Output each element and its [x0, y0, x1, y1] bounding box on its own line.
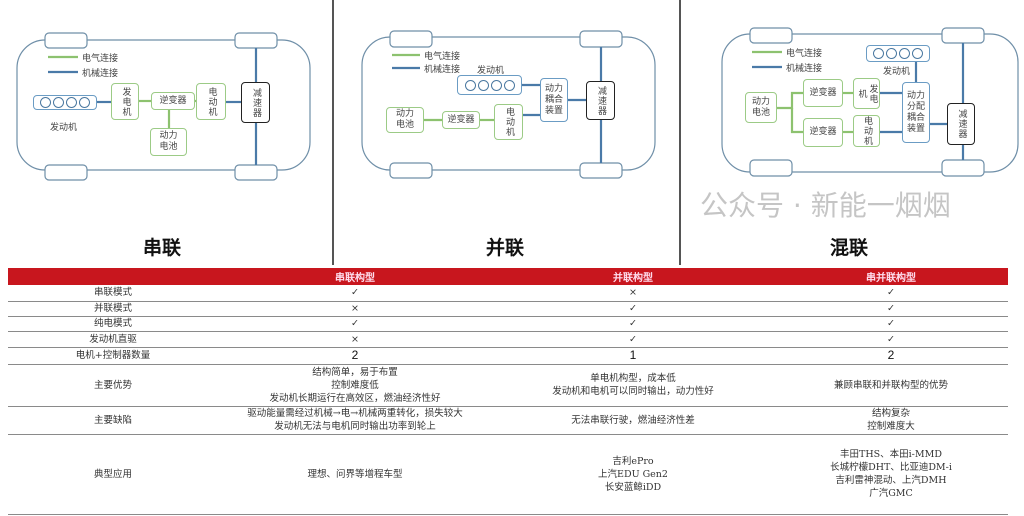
generator-box: 发电机 [111, 83, 139, 120]
battery-box: 动力电池 [386, 107, 424, 133]
table-cell: 驱动能量需经过机械→电→机械两重转化，损失较大 发动机无法与电机同时输出功率到轮… [218, 406, 492, 435]
row-label: 纯电模式 [8, 316, 218, 332]
table-cell: × [218, 331, 492, 348]
inverter-box: 逆变器 [442, 111, 480, 129]
legend-mechanical: 机械连接 [424, 65, 461, 75]
table-cell: 无法串联行驶，燃油经济性差 [492, 406, 774, 435]
table-cell: 1 [492, 347, 774, 365]
table-cell: ✓ [492, 316, 774, 332]
reducer-box: 减速器 [947, 103, 975, 145]
table-cell: 结构简单，易于布置 控制难度低 发动机长期运行在高效区，燃油经济性好 [218, 364, 492, 407]
legend-electric: 电气连接 [82, 54, 119, 64]
reducer-box: 减速器 [241, 82, 270, 123]
generator-box: 发电机 [853, 78, 880, 109]
table-cell: ✓ [774, 316, 1008, 332]
table-cell: 单电机构型，成本低 发动机和电机可以同时输出，动力性好 [492, 364, 774, 407]
motor-box: 电动机 [494, 104, 523, 140]
table-cell: 兼顾串联和并联构型的优势 [774, 364, 1008, 407]
diagram-lines [16, 27, 1019, 181]
battery-box: 动力电池 [745, 92, 777, 123]
table-cell: ✓ [492, 301, 774, 317]
table-cell: ✓ [774, 331, 1008, 348]
table-cell: ✓ [218, 285, 492, 302]
table-row: 主要缺陷驱动能量需经过机械→电→机械两重转化，损失较大 发动机无法与电机同时输出… [8, 406, 1008, 435]
panel-title-hybrid: 混联 [830, 237, 869, 259]
table-header-row: 串联构型 并联构型 串并联构型 [8, 268, 1008, 285]
table-cell: 理想、问界等增程车型 [218, 434, 492, 515]
divider [332, 0, 334, 265]
power-split-box: 动力分配耦合装置 [902, 82, 930, 143]
table-cell: ✓ [774, 285, 1008, 302]
row-label: 主要优势 [8, 364, 218, 407]
panel-title-parallel: 并联 [486, 237, 525, 259]
panel-title-series: 串联 [143, 237, 182, 259]
row-label: 并联模式 [8, 301, 218, 317]
table-row: 发动机直驱×✓✓ [8, 331, 1008, 348]
table-cell: × [492, 285, 774, 302]
row-label: 串联模式 [8, 285, 218, 302]
engine-icon [866, 45, 930, 62]
table-row: 串联模式✓×✓ [8, 285, 1008, 302]
table-cell: 丰田THS、本田i-MMD 长城柠檬DHT、比亚迪DM-i 吉利雷神混动、上汽D… [774, 434, 1008, 515]
engine-label: 发动机 [477, 66, 505, 76]
engine-label: 发动机 [50, 123, 78, 133]
table-row: 并联模式×✓✓ [8, 301, 1008, 317]
row-label: 电机+控制器数量 [8, 347, 218, 365]
table-cell: ✓ [492, 331, 774, 348]
battery-box: 动力电池 [150, 128, 187, 156]
reducer-box: 减速器 [586, 81, 615, 120]
header-cell: 并联构型 [492, 268, 774, 285]
table-cell: × [218, 301, 492, 317]
inverter-box: 逆变器 [803, 118, 843, 147]
table-cell: ✓ [774, 301, 1008, 317]
table-cell: 2 [218, 347, 492, 365]
row-label: 主要缺陷 [8, 406, 218, 435]
legend-electric: 电气连接 [786, 49, 823, 59]
row-label: 发动机直驱 [8, 331, 218, 348]
table-cell: ✓ [218, 316, 492, 332]
table-cell: 结构复杂 控制难度大 [774, 406, 1008, 435]
divider [679, 0, 681, 265]
engine-icon [33, 95, 97, 110]
table-cell: 吉利ePro 上汽EDU Gen2 长安蓝鲸iDD [492, 434, 774, 515]
coupler-box: 动力耦合装置 [540, 78, 568, 122]
header-cell [8, 268, 218, 285]
header-cell: 串并联构型 [774, 268, 1008, 285]
inverter-box: 逆变器 [803, 79, 843, 107]
legend-electric: 电气连接 [424, 52, 461, 62]
table-row: 主要优势结构简单，易于布置 控制难度低 发动机长期运行在高效区，燃油经济性好单电… [8, 364, 1008, 407]
table-row: 纯电模式✓✓✓ [8, 316, 1008, 332]
comparison-table: 串联构型 并联构型 串并联构型 串联模式✓×✓并联模式×✓✓纯电模式✓✓✓发动机… [8, 268, 1008, 515]
table-cell: 2 [774, 347, 1008, 365]
legend-mechanical: 机械连接 [786, 64, 823, 74]
engine-icon [457, 75, 522, 95]
inverter-box: 逆变器 [151, 92, 195, 110]
engine-label: 发动机 [883, 67, 911, 77]
header-cell: 串联构型 [218, 268, 492, 285]
legend-mechanical: 机械连接 [82, 69, 119, 79]
row-label: 典型应用 [8, 434, 218, 515]
motor-box: 电动机 [196, 83, 226, 120]
motor-box: 电动机 [853, 115, 880, 147]
